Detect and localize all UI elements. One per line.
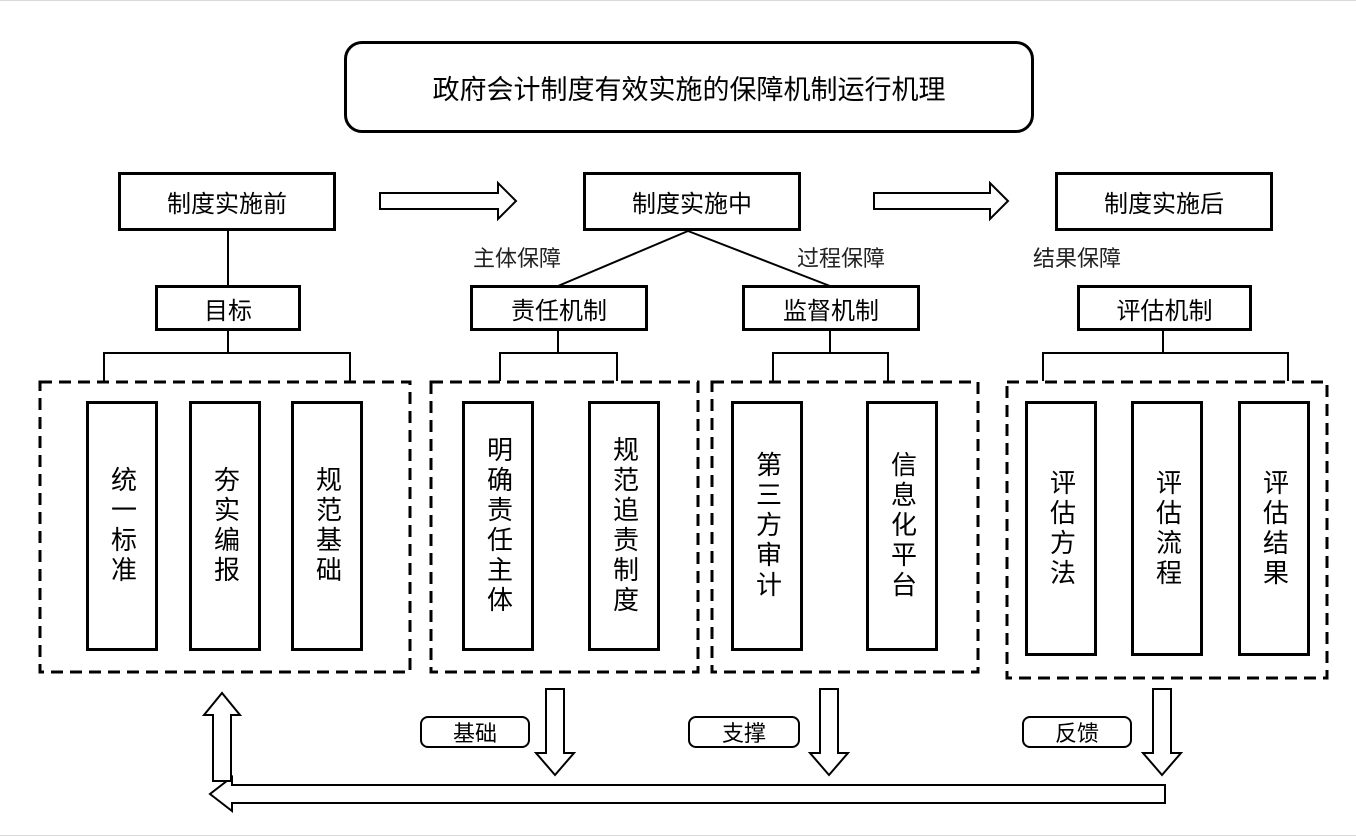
label-result-guarantee: 结果保障 — [1033, 247, 1122, 272]
mechanism-goal-box: 目标 — [155, 285, 301, 331]
group-frame-supervision — [710, 380, 980, 674]
stage-after-box: 制度实施后 — [1055, 172, 1273, 231]
label-process-guarantee: 过程保障 — [797, 247, 886, 272]
responsibility-item-clear-subject: 明确责任主体 — [462, 401, 534, 651]
evaluation-item-method: 评估方法 — [1025, 401, 1097, 656]
tag-feedback: 反馈 — [1022, 716, 1132, 748]
down-arrow-supervision — [807, 688, 851, 777]
arrow-during-to-after — [873, 180, 1010, 222]
brace-responsibility — [499, 329, 618, 381]
goal-item-standard-basis: 规范基础 — [291, 401, 363, 651]
mechanism-responsibility-box: 责任机制 — [470, 285, 648, 331]
responsibility-item-accountability-system: 规范追责制度 — [588, 401, 660, 651]
down-arrow-responsibility — [533, 688, 577, 777]
brace-supervision — [772, 329, 889, 381]
tag-support: 支撑 — [688, 716, 800, 748]
return-arrow-bottom — [208, 774, 1166, 814]
evaluation-item-process: 评估流程 — [1131, 401, 1203, 656]
group-frame-evaluation — [1005, 380, 1329, 680]
mechanism-evaluation-box: 评估机制 — [1077, 285, 1252, 331]
mechanism-supervision-box: 监督机制 — [742, 285, 920, 331]
supervision-item-third-party-audit: 第三方审计 — [731, 401, 803, 651]
goal-item-unified-standard: 统一标准 — [86, 401, 158, 651]
up-arrow-goal — [201, 691, 243, 782]
evaluation-item-result: 评估结果 — [1238, 401, 1310, 656]
stage-before-box: 制度实施前 — [118, 172, 336, 231]
diagram-title: 政府会计制度有效实施的保障机制运行机理 — [344, 41, 1034, 133]
stage-during-box: 制度实施中 — [583, 172, 801, 231]
goal-item-solid-reporting: 夯实编报 — [189, 401, 261, 651]
arrow-before-to-during — [379, 180, 518, 222]
group-frame-responsibility — [429, 380, 700, 674]
brace-goal — [103, 331, 351, 381]
brace-evaluation — [1042, 331, 1289, 381]
label-subject-guarantee: 主体保障 — [473, 247, 562, 272]
down-arrow-evaluation — [1140, 688, 1184, 777]
group-frame-goal — [38, 380, 412, 674]
tag-basis: 基础 — [420, 716, 530, 748]
supervision-item-information-platform: 信息化平台 — [866, 401, 938, 651]
